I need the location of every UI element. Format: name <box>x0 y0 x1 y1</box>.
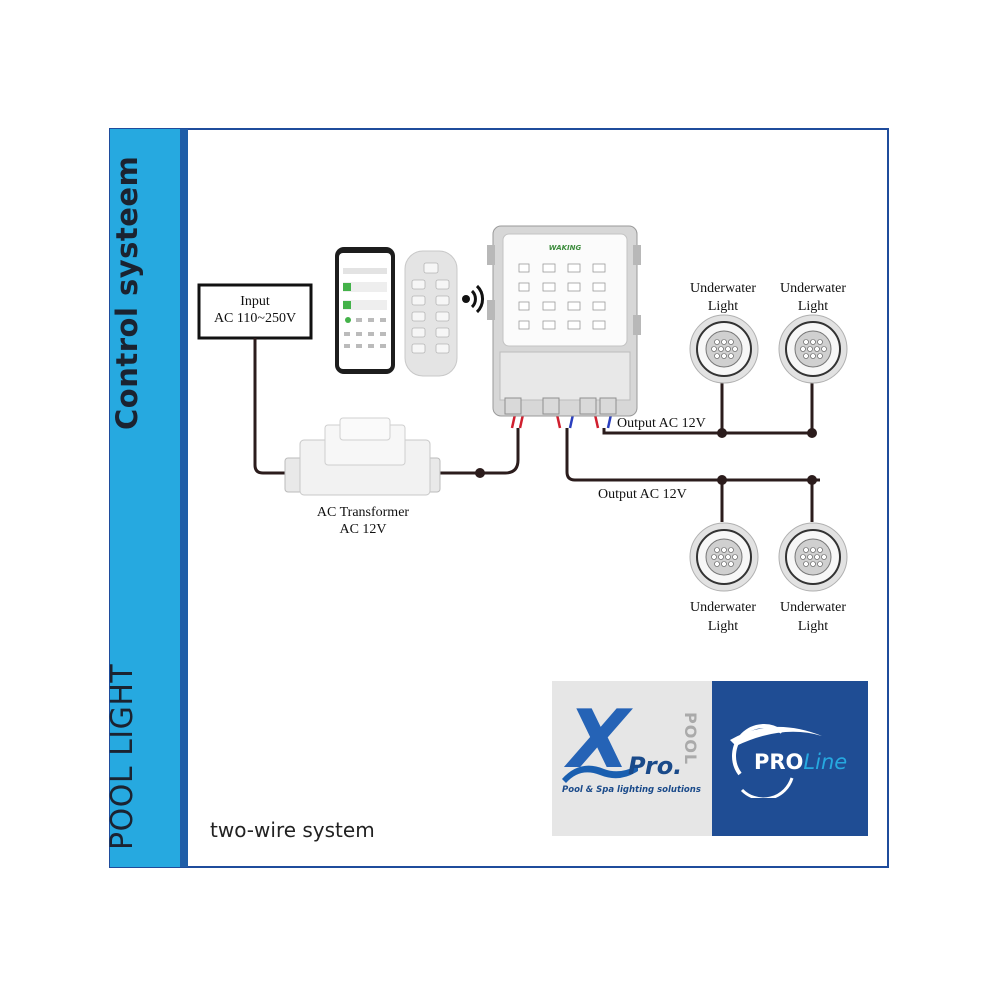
proline-logo-line: Line <box>803 750 848 774</box>
light-1-label-2: Light <box>708 299 738 314</box>
light-4-label-1: Underwater <box>780 600 846 615</box>
underwater-light-2 <box>778 314 848 384</box>
proline-swoosh-icon <box>730 724 822 798</box>
proline-logo-panel <box>712 681 868 836</box>
wireless-signal-icon <box>462 284 484 314</box>
light-3-label-1: Underwater <box>690 600 756 615</box>
xpro-logo-x: X <box>568 693 630 786</box>
xpro-logo-panel <box>552 681 712 836</box>
transformer <box>284 417 441 496</box>
underwater-light-3 <box>689 522 759 592</box>
input-label-2: AC 110~250V <box>214 311 296 326</box>
underwater-light-4 <box>778 522 848 592</box>
proline-logo-text: PROLine <box>754 750 847 774</box>
transformer-label-1: AC Transformer <box>317 505 410 520</box>
light-4-label-2: Light <box>798 619 828 634</box>
wires <box>253 338 820 522</box>
transformer-label-2: AC 12V <box>339 522 386 537</box>
input-label-1: Input <box>240 294 270 309</box>
light-1-label-1: Underwater <box>690 281 756 296</box>
light-2-label-2: Light <box>798 299 828 314</box>
controller-brand: WAKING <box>549 244 582 252</box>
sidebar <box>110 129 180 867</box>
remote-control <box>404 250 458 377</box>
xpro-wave-icon <box>562 765 638 783</box>
proline-logo-pro: PRO <box>754 750 804 774</box>
light-3-label-2: Light <box>708 619 738 634</box>
xpro-logo-pool: POOL <box>681 712 700 766</box>
junction-dots <box>475 428 817 485</box>
underwater-light-1 <box>689 314 759 384</box>
output-label-1: Output AC 12V <box>617 416 706 431</box>
smartphone <box>335 247 395 374</box>
input-box <box>197 283 313 340</box>
caption: two-wire system <box>210 818 375 842</box>
controller-box: WAKING <box>487 225 641 417</box>
light-2-label-1: Underwater <box>780 281 846 296</box>
output-label-2: Output AC 12V <box>598 487 687 502</box>
xpro-tagline: Pool & Spa lighting solutions <box>562 785 701 795</box>
xpro-logo-text: Pro. <box>628 752 683 780</box>
sidebar-edge <box>180 129 188 867</box>
